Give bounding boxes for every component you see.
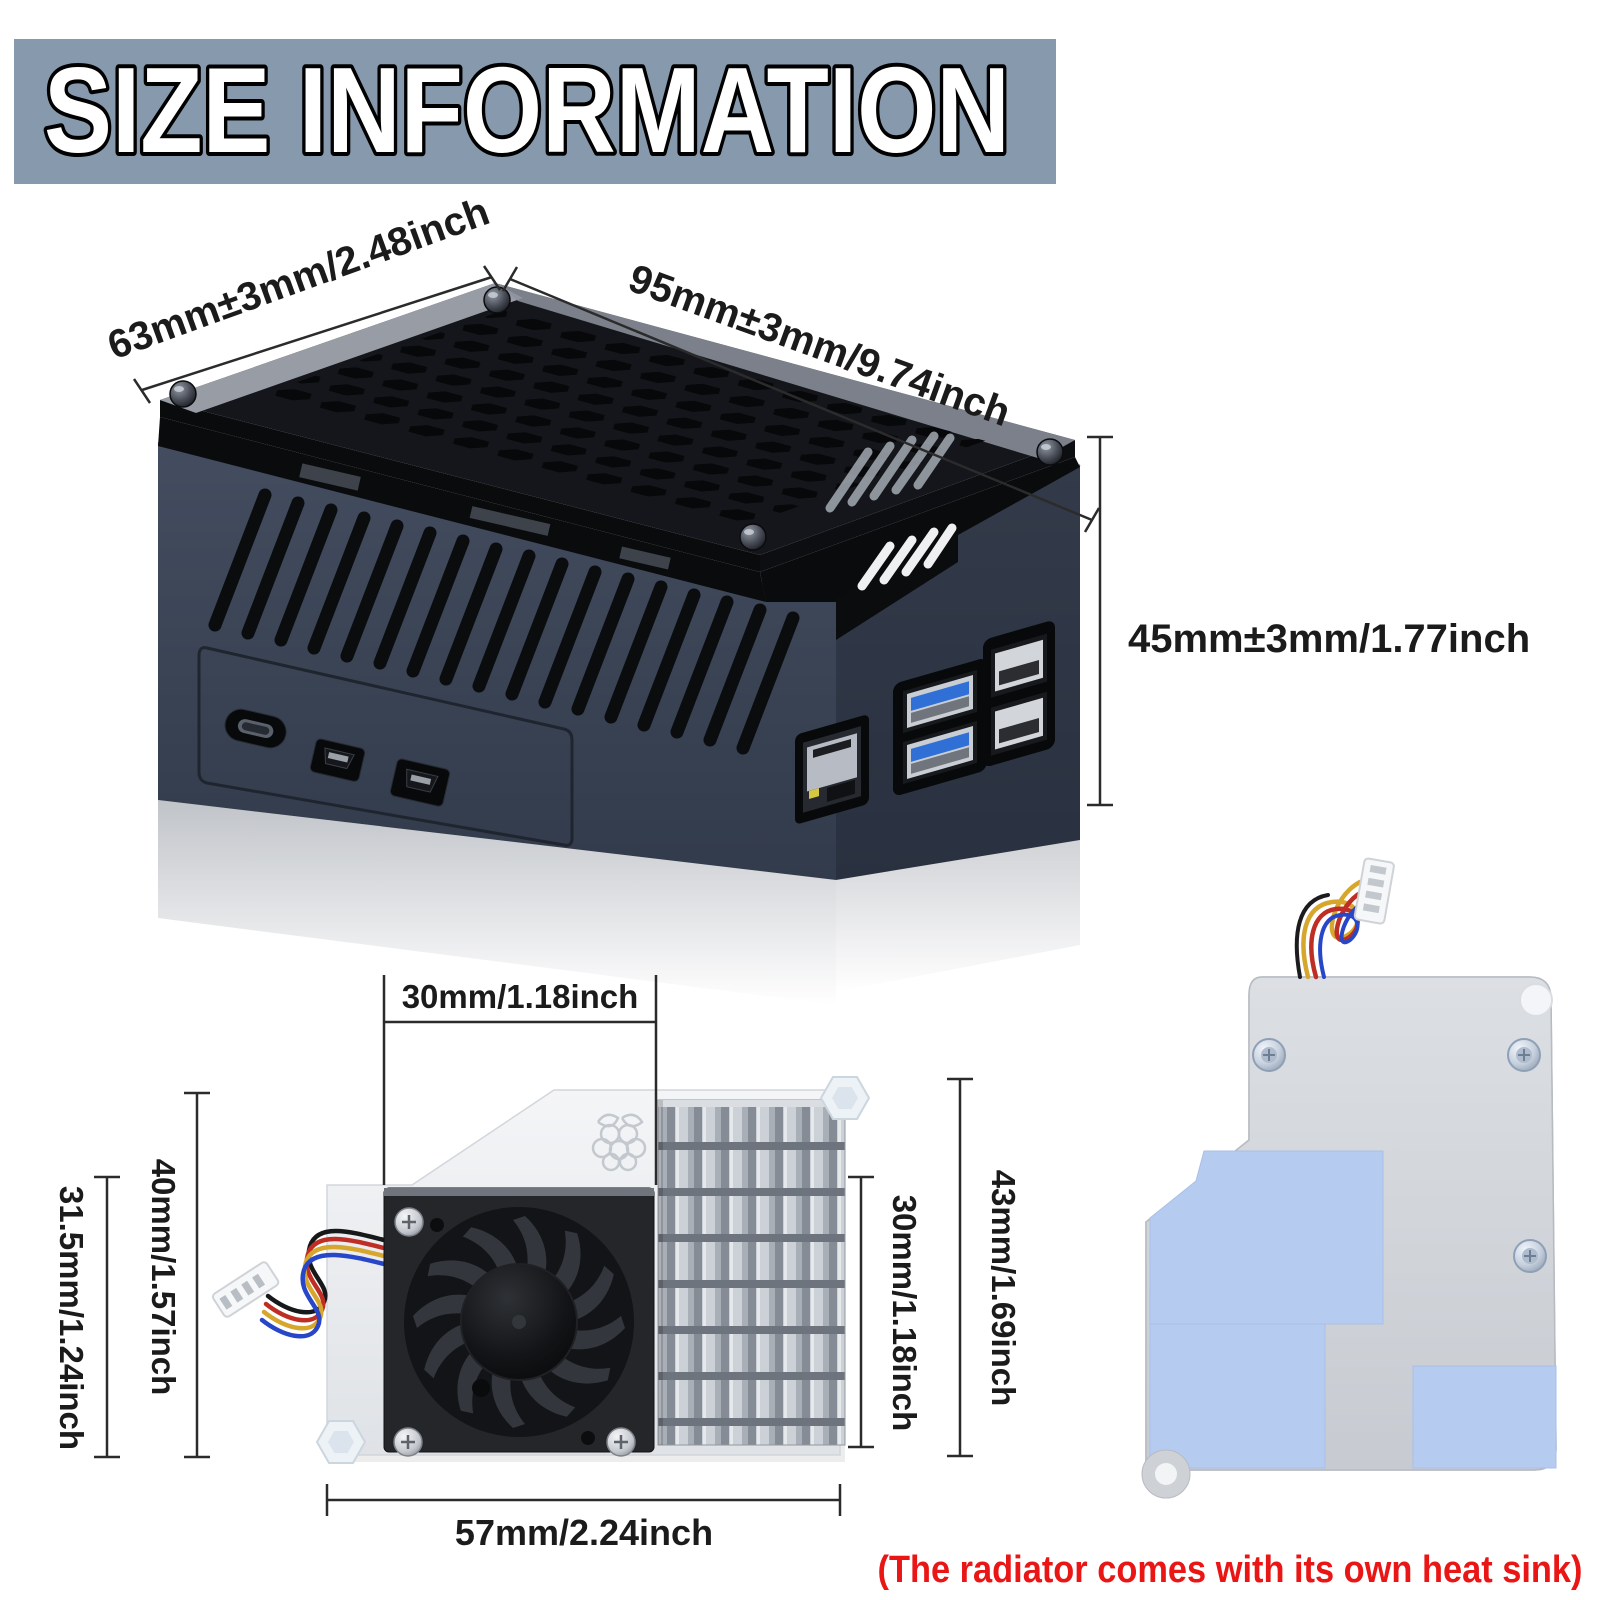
case-render bbox=[157, 283, 1081, 1005]
radiator-screw-2 bbox=[1507, 1038, 1541, 1072]
dimension-body-height: 31.5mm/1.24inch bbox=[53, 1175, 120, 1459]
case-reflection-right bbox=[836, 840, 1080, 992]
internal-components bbox=[299, 463, 671, 570]
dimension-body-height-label: 31.5mm/1.24inch bbox=[53, 1186, 90, 1450]
dimension-fan-width: 30mm/1.18inch bbox=[382, 975, 658, 1185]
usb-c-port bbox=[224, 708, 287, 749]
acrylic-back-left-sheen bbox=[160, 283, 523, 413]
case-reflection-front bbox=[158, 800, 836, 1005]
thermal-pads bbox=[1149, 1150, 1557, 1469]
fan-screw-bottom-left bbox=[392, 1426, 424, 1458]
dimension-fan-height-label: 30mm/1.18inch bbox=[886, 1195, 923, 1432]
cooler-heatsink bbox=[657, 1099, 846, 1446]
acrylic-reflection-streaks bbox=[825, 431, 955, 513]
mounting-ear-bottom-left bbox=[1141, 1449, 1191, 1499]
dimension-height-label: 45mm±3mm/1.77inch bbox=[1128, 617, 1530, 661]
cooler-render bbox=[211, 1076, 870, 1464]
ethernet-led bbox=[809, 788, 819, 799]
thermal-pad-bottom-right bbox=[1412, 1365, 1557, 1469]
dimension-heatsink-height-label: 43mm/1.69inch bbox=[985, 1170, 1022, 1407]
front-vent-slots bbox=[208, 488, 800, 755]
fan-connector bbox=[211, 1261, 280, 1318]
radiator-screw-3 bbox=[1513, 1239, 1547, 1273]
case-gap-front bbox=[158, 417, 766, 602]
fan-screw-top-left bbox=[393, 1206, 425, 1238]
case-screw-left bbox=[169, 380, 197, 408]
internal-fan-glimpse bbox=[857, 523, 957, 591]
usb3-port-top bbox=[903, 669, 977, 734]
case-gap-right bbox=[760, 457, 1080, 602]
raspberry-logo-icon bbox=[591, 1113, 647, 1172]
usb2-port-bottom bbox=[991, 691, 1047, 756]
radiator-note: (The radiator comes with its own heat si… bbox=[878, 1549, 1583, 1591]
dimension-fan-height: 30mm/1.18inch bbox=[848, 1175, 923, 1449]
cooler-dimensions: 30mm/1.18inch 40mm/1.57inch 31.5mm/1.24i… bbox=[53, 975, 1022, 1553]
acrylic-back-right-sheen bbox=[495, 283, 1075, 459]
case-screw-front bbox=[739, 523, 767, 551]
case-screw-back bbox=[483, 286, 511, 314]
title-banner: SIZE INFORMATION bbox=[14, 38, 1056, 184]
radiator-connector bbox=[1353, 857, 1395, 925]
dimension-height: 45mm±3mm/1.77inch bbox=[1087, 435, 1530, 807]
dimension-heatsink-height: 43mm/1.69inch bbox=[947, 1077, 1022, 1458]
usb2-port-top bbox=[991, 633, 1047, 698]
usb3-port-bottom bbox=[903, 720, 977, 785]
micro-hdmi-port-2 bbox=[389, 758, 451, 807]
dimension-bracket-height-label: 40mm/1.57inch bbox=[145, 1159, 182, 1396]
title-banner-background bbox=[14, 39, 1056, 184]
micro-hdmi-port-1 bbox=[309, 738, 366, 782]
radiator-underside-render bbox=[1141, 857, 1557, 1499]
fan-blades bbox=[413, 1216, 625, 1428]
front-port-panel-outline bbox=[197, 646, 574, 847]
dimension-fan-width-label: 30mm/1.18inch bbox=[402, 978, 639, 1015]
dimension-bracket-height: 40mm/1.57inch bbox=[145, 1091, 210, 1459]
thermal-pad-large bbox=[1149, 1150, 1384, 1325]
acrylic-top-panel bbox=[160, 283, 1075, 572]
acrylic-hex-vents bbox=[260, 308, 993, 526]
page-title: SIZE INFORMATION bbox=[44, 42, 1010, 178]
blower-fan bbox=[383, 1187, 655, 1458]
ethernet-port bbox=[795, 715, 869, 824]
usb3-port-stack bbox=[893, 659, 987, 796]
dimension-total-width: 57mm/2.24inch bbox=[325, 1484, 842, 1553]
fan-screw-bottom-right bbox=[605, 1426, 637, 1458]
usb2-port-stack bbox=[983, 621, 1055, 767]
radiator-fan-wires bbox=[1294, 879, 1366, 980]
case-screw-right bbox=[1036, 438, 1064, 466]
dimension-total-width-label: 57mm/2.24inch bbox=[455, 1512, 713, 1553]
radiator-screw-1 bbox=[1252, 1038, 1286, 1072]
fan-wires bbox=[259, 1228, 387, 1339]
nylon-bumper-top-right bbox=[1519, 983, 1553, 1017]
usb3-tab bbox=[911, 681, 969, 711]
thermal-pad-bottom-left bbox=[1149, 1323, 1326, 1469]
